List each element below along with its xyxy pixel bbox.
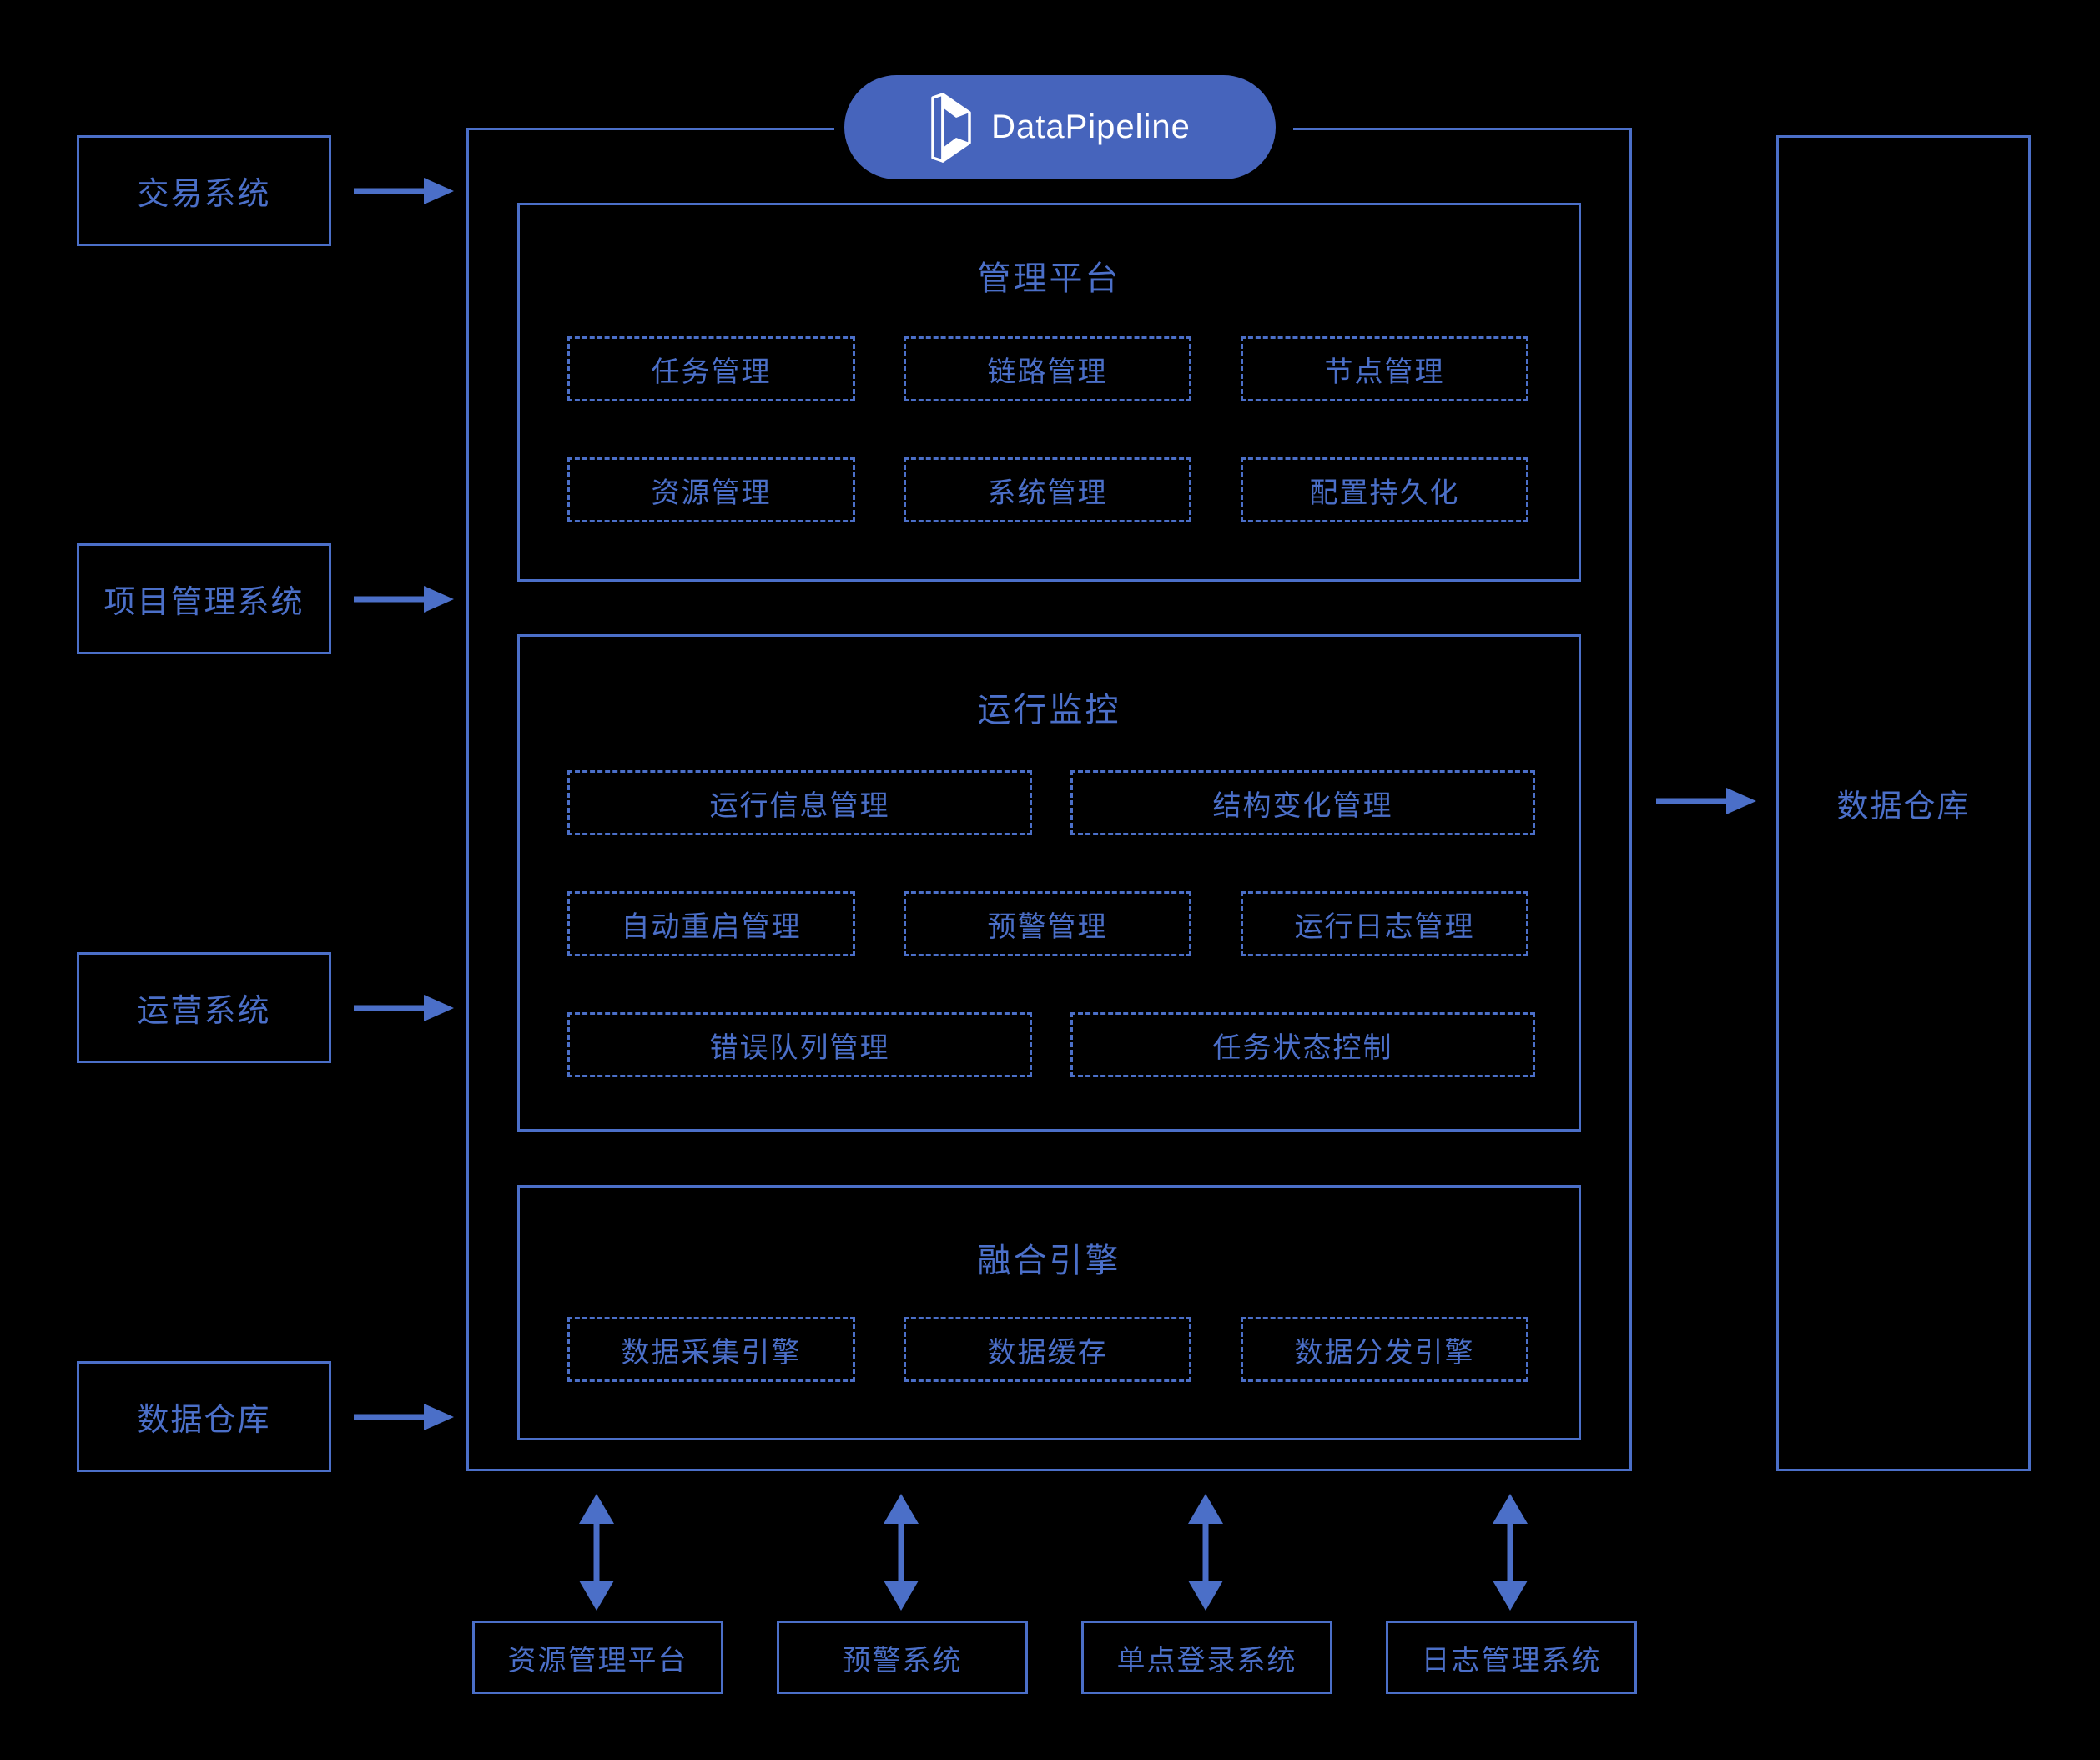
module-box[interactable]: 数据分发引擎 <box>1241 1317 1528 1382</box>
module-label: 系统管理 <box>987 477 1108 509</box>
support-system-box-2[interactable]: 预警系统 <box>777 1621 1028 1694</box>
module-label: 链路管理 <box>987 356 1108 388</box>
module-box[interactable]: 系统管理 <box>904 457 1191 522</box>
support-arrow-4 <box>1493 1494 1528 1611</box>
section-panel-engine: 融合引擎 <box>517 1185 1581 1440</box>
module-box[interactable]: 配置持久化 <box>1241 457 1528 522</box>
section-title: 融合引擎 <box>977 1243 1121 1279</box>
module-box[interactable]: 任务管理 <box>567 336 855 401</box>
module-label: 错误队列管理 <box>709 1031 890 1064</box>
module-box[interactable]: 预警管理 <box>904 891 1191 956</box>
module-box[interactable]: 任务状态控制 <box>1070 1012 1535 1077</box>
input-system-box-3[interactable]: 运营系统 <box>77 952 331 1063</box>
section-panel-management: 管理平台 <box>517 203 1581 582</box>
module-box[interactable]: 链路管理 <box>904 336 1191 401</box>
output-arrow <box>1656 788 1756 814</box>
input-arrow-3 <box>354 995 454 1021</box>
module-label: 数据采集引擎 <box>621 1336 802 1369</box>
module-label: 数据分发引擎 <box>1294 1336 1475 1369</box>
support-system-box-1[interactable]: 资源管理平台 <box>472 1621 723 1694</box>
module-label: 资源管理 <box>651 477 772 509</box>
support-system-label: 预警系统 <box>842 1644 963 1677</box>
datapipeline-logo-icon <box>931 92 971 163</box>
datapipeline-logo-pill: DataPipeline <box>844 75 1276 179</box>
input-arrow-1 <box>354 178 454 204</box>
support-system-box-4[interactable]: 日志管理系统 <box>1386 1621 1637 1694</box>
module-label: 节点管理 <box>1324 356 1445 388</box>
module-box[interactable]: 结构变化管理 <box>1070 770 1535 835</box>
module-box[interactable]: 运行信息管理 <box>567 770 1032 835</box>
input-system-box-1[interactable]: 交易系统 <box>77 135 331 246</box>
module-label: 任务管理 <box>651 356 772 388</box>
support-system-box-3[interactable]: 单点登录系统 <box>1081 1621 1332 1694</box>
section-panel-monitoring: 运行监控 <box>517 634 1581 1132</box>
brand-name: DataPipeline <box>991 108 1191 145</box>
input-system-box-2[interactable]: 项目管理系统 <box>77 543 331 654</box>
module-box[interactable]: 运行日志管理 <box>1241 891 1528 956</box>
input-system-label: 数据仓库 <box>137 1403 271 1438</box>
module-label: 预警管理 <box>987 910 1108 943</box>
output-warehouse-box[interactable]: 数据仓库 <box>1776 135 2031 1471</box>
section-title: 管理平台 <box>977 260 1121 297</box>
module-label: 数据缓存 <box>987 1336 1108 1369</box>
module-box[interactable]: 错误队列管理 <box>567 1012 1032 1077</box>
module-label: 配置持久化 <box>1309 477 1460 509</box>
support-arrow-3 <box>1188 1494 1223 1611</box>
module-label: 运行信息管理 <box>709 789 890 822</box>
input-system-label: 项目管理系统 <box>103 585 305 620</box>
input-system-box-4[interactable]: 数据仓库 <box>77 1361 331 1472</box>
module-label: 自动重启管理 <box>621 910 802 943</box>
input-system-label: 交易系统 <box>137 177 271 212</box>
support-system-label: 资源管理平台 <box>507 1644 688 1677</box>
input-arrow-4 <box>354 1404 454 1430</box>
module-label: 结构变化管理 <box>1212 789 1393 822</box>
module-box[interactable]: 数据缓存 <box>904 1317 1191 1382</box>
module-box[interactable]: 节点管理 <box>1241 336 1528 401</box>
output-warehouse-label: 数据仓库 <box>1836 789 1971 825</box>
support-arrow-1 <box>579 1494 614 1611</box>
module-box[interactable]: 数据采集引擎 <box>567 1317 855 1382</box>
input-system-label: 运营系统 <box>137 994 271 1029</box>
module-box[interactable]: 自动重启管理 <box>567 891 855 956</box>
support-arrow-2 <box>884 1494 919 1611</box>
module-label: 任务状态控制 <box>1212 1031 1393 1064</box>
module-label: 运行日志管理 <box>1294 910 1475 943</box>
input-arrow-2 <box>354 586 454 613</box>
module-box[interactable]: 资源管理 <box>567 457 855 522</box>
support-system-label: 日志管理系统 <box>1421 1644 1602 1677</box>
section-title: 运行监控 <box>977 692 1121 729</box>
support-system-label: 单点登录系统 <box>1116 1644 1297 1677</box>
